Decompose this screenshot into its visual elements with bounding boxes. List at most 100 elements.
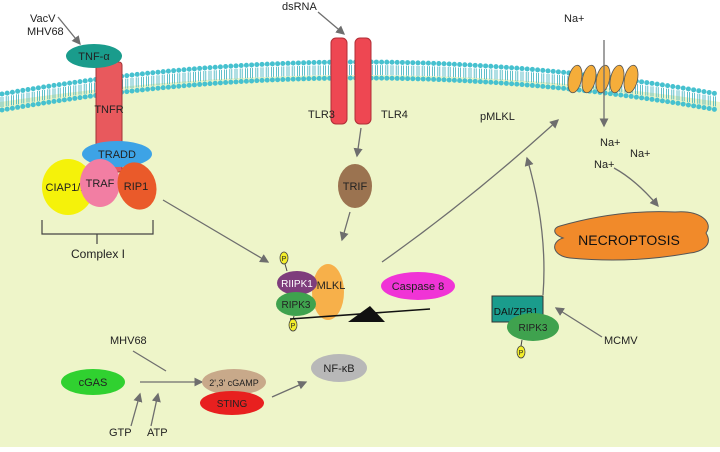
lipid-tail <box>323 65 326 76</box>
lipid-tail <box>146 76 149 87</box>
lipid-head <box>264 77 270 83</box>
lipid-head <box>77 79 83 85</box>
tlr4-receptor <box>354 37 372 125</box>
lipid-head <box>254 78 260 84</box>
lipid-tail <box>219 69 222 80</box>
lipid-head <box>171 84 177 90</box>
lipid-head <box>457 61 463 67</box>
lipid-head <box>472 62 478 68</box>
lipid-tail <box>31 91 35 102</box>
phospho-3-label: P <box>519 350 524 357</box>
lipid-tail <box>229 69 233 80</box>
lipid-head <box>145 86 151 92</box>
lipid-head <box>285 60 291 66</box>
lipid-head <box>0 91 5 97</box>
lipid-head <box>696 88 702 94</box>
lipid-head <box>82 78 88 84</box>
lipid-tail <box>520 71 524 82</box>
tnf-alpha <box>66 44 122 68</box>
lipid-head <box>275 77 281 83</box>
sting-label: STING <box>217 399 248 410</box>
lipid-tail <box>208 70 212 81</box>
lipid-head <box>259 61 265 67</box>
lipid-head <box>665 83 671 89</box>
lipid-head <box>223 80 229 86</box>
lipid-head <box>467 78 473 84</box>
mhv68-bottom-line <box>132 350 167 372</box>
lipid-head <box>321 59 327 65</box>
lipid-head <box>51 98 57 104</box>
lipid-tail <box>286 66 290 77</box>
lipid-head <box>67 80 73 86</box>
lipid-head <box>711 90 717 96</box>
lipid-head <box>685 102 691 108</box>
lipid-head <box>20 103 26 109</box>
na-to-necroptosis-arrow <box>613 167 659 208</box>
lipid-head <box>685 86 691 92</box>
lipid-tail <box>302 65 305 76</box>
lipid-head <box>384 59 390 65</box>
necroptosis-shape <box>554 211 709 261</box>
lipid-head <box>540 83 546 89</box>
lipid-tail <box>317 65 321 76</box>
lipid-head <box>61 81 67 87</box>
lipid-tail <box>250 67 253 78</box>
lipid-head <box>451 61 457 67</box>
complex-i-bracket <box>41 220 154 244</box>
lipid-tail <box>713 96 716 107</box>
dsrna-label: dsRNA <box>282 1 318 13</box>
lipid-head <box>160 69 166 75</box>
lipid-head <box>483 63 489 69</box>
lipid-head <box>301 76 307 82</box>
lipid-head <box>165 84 171 90</box>
complex-i-label: Complex I <box>71 247 125 261</box>
lipid-tail <box>411 65 415 76</box>
lipid-head <box>124 89 130 95</box>
lipid-head <box>306 60 312 66</box>
lipid-head <box>561 85 567 91</box>
lipid-head <box>540 67 546 73</box>
lipid-head <box>425 60 431 66</box>
lipid-head <box>243 62 249 68</box>
lipid-head <box>555 85 561 91</box>
lipid-head <box>670 83 676 89</box>
rip1 <box>117 162 157 210</box>
lipid-head <box>295 76 301 82</box>
lipid-tail <box>401 65 404 76</box>
vacv-label: VacV <box>30 13 56 25</box>
lipid-tail <box>687 91 690 102</box>
lipid-tail <box>447 66 451 77</box>
lipid-head <box>160 85 166 91</box>
lipid-tail <box>692 92 695 103</box>
lipid-tail <box>494 69 498 80</box>
balance-fulcrum <box>348 306 385 322</box>
lipid-head <box>155 85 161 91</box>
atp-label: ATP <box>147 427 168 439</box>
lipid-head <box>425 76 431 82</box>
lipid-head <box>25 87 31 93</box>
lipid-head <box>155 69 161 75</box>
lipid-tail <box>234 68 238 79</box>
lipid-tail <box>213 70 217 81</box>
lipid-head <box>82 94 88 100</box>
na-label-3: Na+ <box>594 159 615 171</box>
lipid-head <box>675 100 681 106</box>
lipid-head <box>87 93 93 99</box>
lipid-tail <box>390 65 394 76</box>
lipid-head <box>186 66 192 72</box>
lipid-tail <box>666 88 669 99</box>
lipid-head <box>607 91 613 97</box>
lipid-tail <box>151 75 155 86</box>
mcmv-arrow <box>554 307 603 338</box>
lipid-head <box>295 60 301 66</box>
lipid-head <box>202 65 208 71</box>
lipid-head <box>35 101 41 107</box>
lipid-tail <box>11 95 14 106</box>
lipid-head <box>524 82 530 88</box>
lipid-tail <box>224 69 227 80</box>
lipid-head <box>639 79 645 85</box>
lipid-head <box>644 96 650 102</box>
lipid-head <box>389 75 395 81</box>
lipid-head <box>498 80 504 86</box>
phospho-1-label: P <box>282 256 287 263</box>
